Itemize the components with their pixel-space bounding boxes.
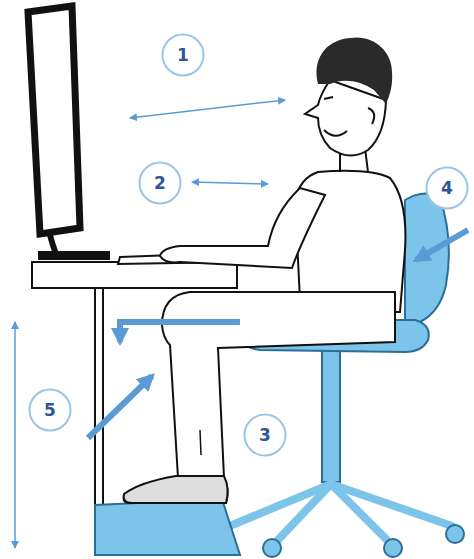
chair-base <box>225 484 452 543</box>
head <box>305 80 386 156</box>
smile <box>324 130 347 136</box>
chair-post <box>322 348 340 482</box>
callout-circle: 1 <box>161 33 205 77</box>
monitor <box>28 6 80 234</box>
ear <box>368 108 374 124</box>
eye <box>324 97 333 99</box>
pointer-arrow <box>416 230 468 260</box>
callout-number: 2 <box>138 161 182 205</box>
arm <box>160 188 325 268</box>
callout-number: 1 <box>161 33 205 77</box>
chair-backrest <box>405 193 449 322</box>
monitor-base <box>38 251 110 260</box>
trouser-crease <box>200 430 201 455</box>
desk-top <box>32 262 237 288</box>
hair <box>317 37 393 104</box>
clearance-arrow <box>120 322 240 342</box>
pointer-arrow <box>88 376 152 438</box>
distance-arrow <box>130 100 285 118</box>
footrest <box>95 499 240 555</box>
callout-circle: 4 <box>425 166 469 210</box>
callout-circle: 5 <box>28 388 72 432</box>
callout-number: 5 <box>28 388 72 432</box>
callout-circle: 3 <box>243 413 287 457</box>
desk-side <box>95 288 103 516</box>
height-arrow <box>14 322 16 548</box>
chair-wheels <box>213 525 464 557</box>
distance-arrow <box>192 182 268 184</box>
shoe <box>124 476 228 503</box>
callout-circle: 2 <box>138 161 182 205</box>
callout-number: 4 <box>425 166 469 210</box>
callout-number: 3 <box>243 413 287 457</box>
